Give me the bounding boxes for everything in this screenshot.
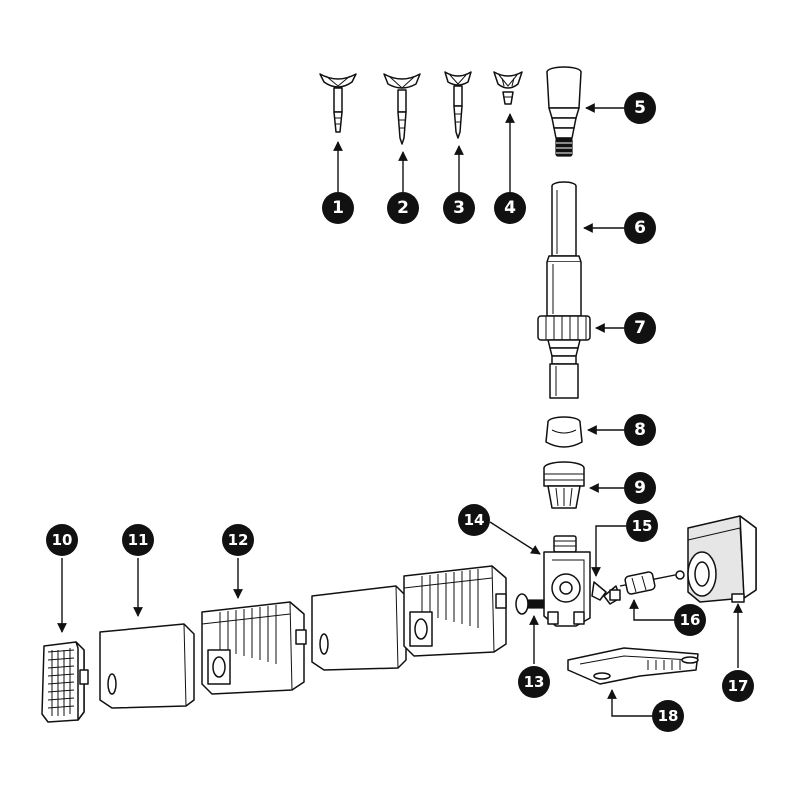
mounting-base-18 xyxy=(567,647,699,685)
fountain-head-3 xyxy=(444,71,472,139)
fountain-head-4 xyxy=(493,71,523,105)
filter-cage-secondary xyxy=(403,565,507,657)
callout-10: 10 xyxy=(46,524,78,556)
callout-3-label: 3 xyxy=(453,198,465,218)
callout-4-label: 4 xyxy=(504,198,516,218)
callout-17-label: 17 xyxy=(728,677,749,695)
callout-3: 3 xyxy=(443,192,475,224)
telescopic-nozzle-5 xyxy=(546,66,582,157)
callout-5-label: 5 xyxy=(634,98,646,118)
callout-14-label: 14 xyxy=(464,511,485,529)
fountain-head-2 xyxy=(383,73,421,145)
foam-sponge-11 xyxy=(99,623,195,709)
callout-8-label: 8 xyxy=(634,420,646,440)
callout-9-label: 9 xyxy=(634,478,646,498)
rotor-shaft-16 xyxy=(619,570,685,595)
callout-14: 14 xyxy=(458,504,490,536)
callout-11: 11 xyxy=(122,524,154,556)
adapter-ring-8 xyxy=(545,416,583,448)
impeller-15 xyxy=(591,581,621,605)
callout-7-label: 7 xyxy=(634,318,646,338)
callout-15-label: 15 xyxy=(632,517,653,535)
flow-disc-13 xyxy=(515,593,545,615)
callout-1-label: 1 xyxy=(332,198,344,218)
cage-ribs xyxy=(219,605,277,664)
filter-cage-12 xyxy=(201,601,307,695)
callout-17: 17 xyxy=(722,670,754,702)
callout-13: 13 xyxy=(518,666,550,698)
threaded-adapter-9 xyxy=(543,461,585,509)
callout-11-label: 11 xyxy=(128,531,149,549)
callout-6-label: 6 xyxy=(634,218,646,238)
callout-4: 4 xyxy=(494,192,526,224)
callout-2-label: 2 xyxy=(397,198,409,218)
callout-5: 5 xyxy=(624,92,656,124)
intake-strainer-10 xyxy=(41,641,89,723)
callout-7: 7 xyxy=(624,312,656,344)
callout-18: 18 xyxy=(652,700,684,732)
extension-tube-6 xyxy=(546,181,582,317)
callout-12: 12 xyxy=(222,524,254,556)
pump-motor-17 xyxy=(687,515,757,603)
callout-9: 9 xyxy=(624,472,656,504)
callout-16-label: 16 xyxy=(680,611,701,629)
callout-2: 2 xyxy=(387,192,419,224)
fountain-head-1 xyxy=(319,73,357,133)
pump-housing-14 xyxy=(543,535,591,627)
callout-6: 6 xyxy=(624,212,656,244)
flow-valve-7 xyxy=(537,315,591,399)
callout-13-label: 13 xyxy=(524,673,545,691)
callout-12-label: 12 xyxy=(228,531,249,549)
leader-lines xyxy=(57,103,743,717)
callout-15: 15 xyxy=(626,510,658,542)
callout-1: 1 xyxy=(322,192,354,224)
callout-18-label: 18 xyxy=(658,707,679,725)
strainer-grid xyxy=(47,648,75,716)
foam-sponge-secondary xyxy=(311,585,407,671)
callout-8: 8 xyxy=(624,414,656,446)
callout-10-label: 10 xyxy=(52,531,73,549)
callout-16: 16 xyxy=(674,604,706,636)
